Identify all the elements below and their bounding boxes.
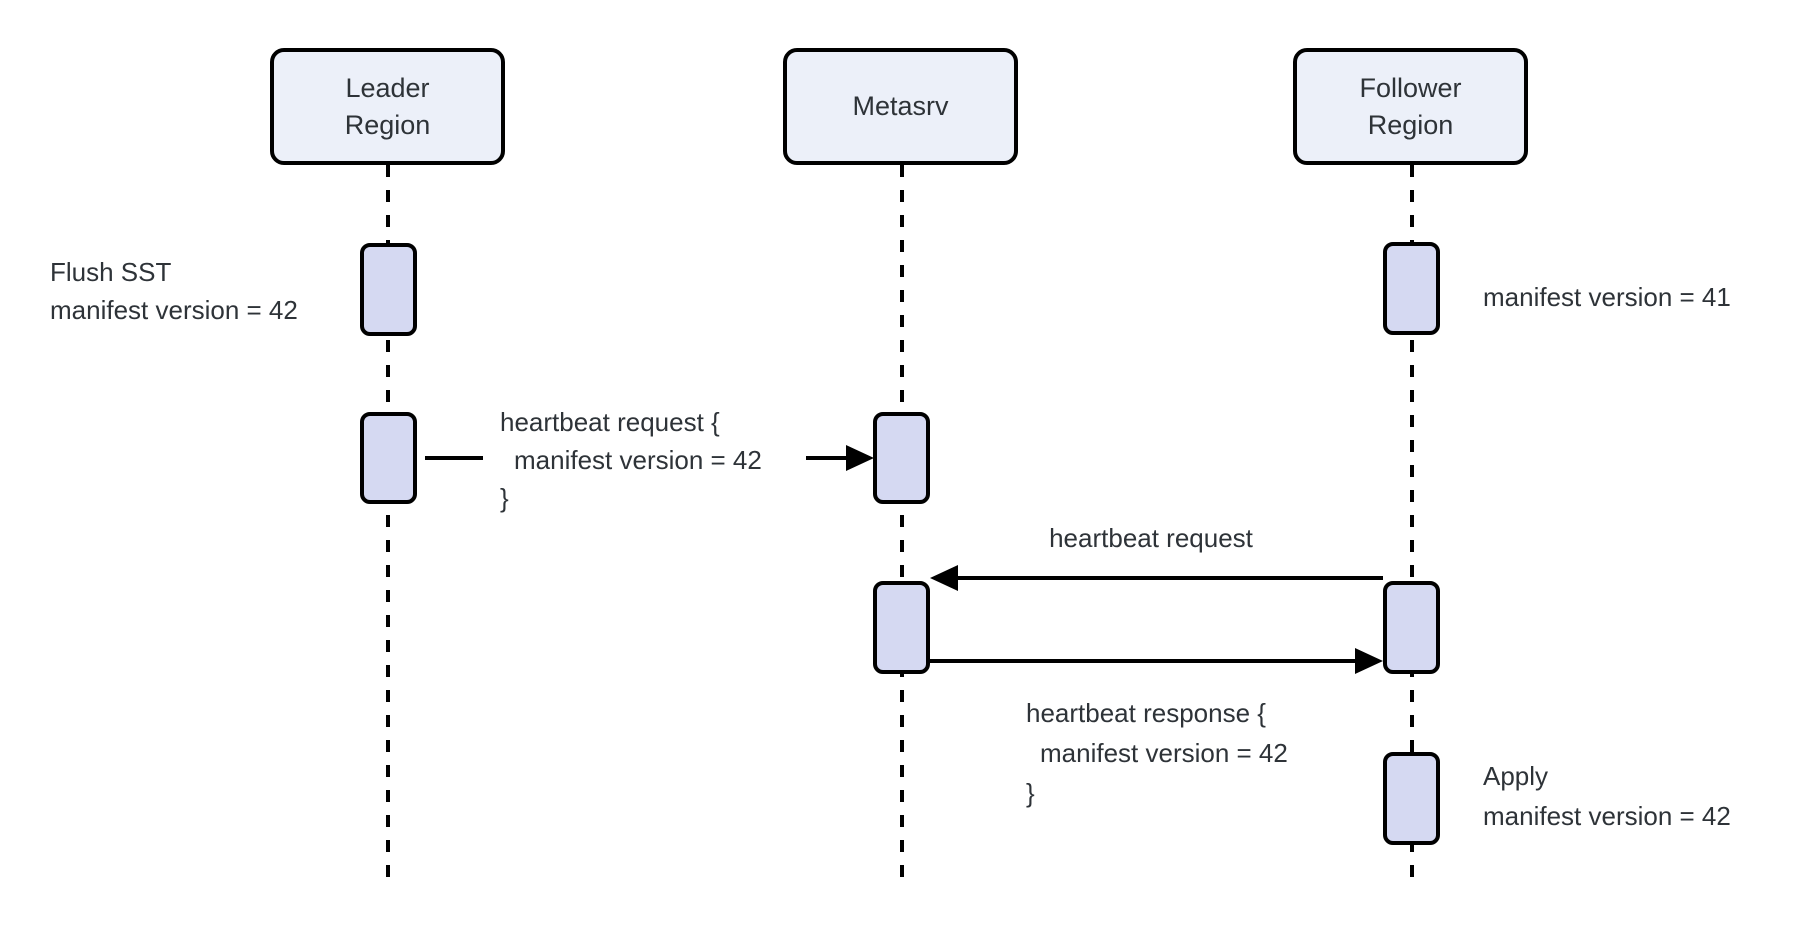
participant-metasrv: Metasrv — [783, 48, 1018, 165]
participant-label-line: Region — [1367, 109, 1454, 140]
note-line: manifest version = 42 — [1483, 801, 1731, 831]
activation-leader-flush — [360, 243, 417, 336]
participant-label: Leader Region — [345, 70, 431, 144]
message2-arrowhead — [930, 565, 958, 591]
lifeline-leader-region — [386, 165, 390, 880]
participant-leader-region: Leader Region — [270, 48, 505, 165]
message2-line — [958, 576, 1383, 580]
participant-label: Follower Region — [1359, 70, 1461, 144]
lifeline-metasrv — [900, 165, 904, 880]
message3-label: heartbeat response { manifest version = … — [1026, 693, 1288, 813]
message2-label: heartbeat request — [1049, 523, 1253, 553]
participant-follower-region: Follower Region — [1293, 48, 1528, 165]
message3-arrowhead — [1355, 648, 1383, 674]
participant-label-line: Follower — [1359, 72, 1462, 103]
activation-follower-exchange — [1383, 581, 1440, 674]
note-line: Flush SST — [50, 257, 172, 287]
message1-arrowhead — [846, 445, 874, 471]
activation-follower-apply — [1383, 752, 1440, 845]
participant-label-line: Metasrv — [852, 91, 949, 121]
activation-metasrv-exchange — [873, 581, 930, 674]
note-manifest-41: manifest version = 41 — [1483, 282, 1731, 312]
participant-label: Metasrv — [852, 88, 948, 125]
participant-label-line: Region — [344, 109, 431, 140]
participant-label-line: Leader — [345, 72, 430, 103]
message1-line-left — [425, 456, 483, 460]
message1-label-line: } — [500, 483, 509, 513]
note-apply: Apply manifest version = 42 — [1483, 756, 1731, 836]
note-line: manifest version = 42 — [50, 295, 298, 325]
message1-label-line: heartbeat request { — [500, 407, 720, 437]
message3-label-line: heartbeat response { — [1026, 698, 1266, 728]
activation-leader-heartbeat — [360, 412, 417, 504]
activation-metasrv-receive — [873, 412, 930, 504]
message3-label-line: manifest version = 42 — [1040, 738, 1288, 768]
message3-line — [930, 659, 1355, 663]
note-flush-sst: Flush SST manifest version = 42 — [50, 253, 298, 329]
message1-label: heartbeat request { manifest version = 4… — [500, 403, 762, 517]
message3-label-line: } — [1026, 778, 1035, 808]
message1-line-right — [806, 456, 846, 460]
activation-follower-initial — [1383, 242, 1440, 335]
lifeline-follower-region — [1410, 165, 1414, 880]
note-line: Apply — [1483, 761, 1549, 791]
message1-label-line: manifest version = 42 — [514, 445, 762, 475]
